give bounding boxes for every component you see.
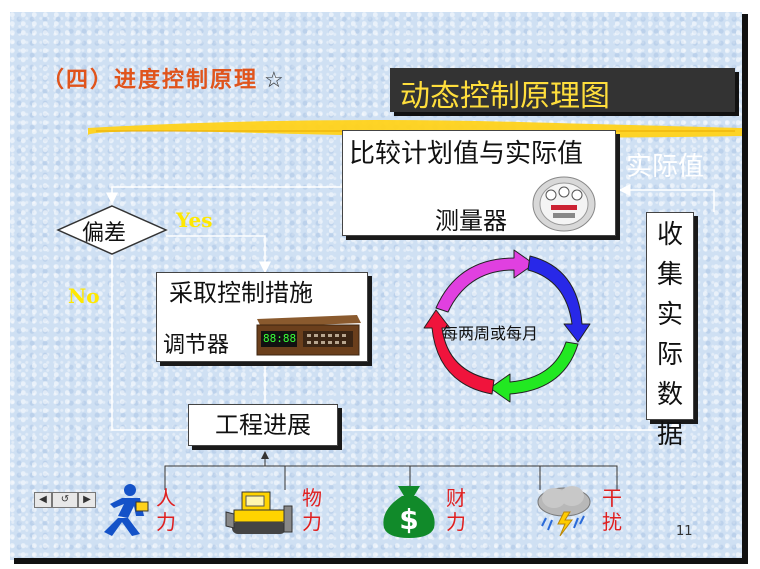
input-label-finance: 财力 [446,486,466,534]
cycle-frequency-label: 每两周或每月 [442,324,539,343]
input-label-interference: 干扰 [602,486,622,534]
star-icon: ☆ [264,68,286,93]
actual-value-label: 实际值 [626,152,705,182]
return-icon[interactable]: ↺ [52,492,78,508]
storm-cloud-icon [537,486,591,537]
cycle-arrow-red [423,309,495,395]
control-measures-label: 采取控制措施 [169,279,313,307]
measuring-device-label: 测量器 [435,207,507,235]
no-label: No [68,284,100,308]
deviation-label: 偏差 [82,221,127,246]
next-slide-button[interactable]: ▶ [78,492,96,508]
project-progress-box: 工程进展 [188,404,338,446]
collect-data-label: 收集实际数据 [656,220,683,450]
control-measures-box: 采取控制措施 调节器 88:88 [156,272,368,362]
project-progress-label: 工程进展 [215,411,311,439]
cycle-arrow-blue [527,255,591,343]
heading-text: （四）进度控制原理 [42,67,259,93]
cycle-arrows [423,249,591,403]
slide-shadow-bottom [14,558,748,564]
cycle-arrow-magenta [435,249,535,313]
compare-box: 比较计划值与实际值 测量器 [342,130,616,236]
title-banner: 动态控制原理图 [390,68,735,114]
compare-label: 比较计划值与实际值 [349,139,584,169]
diagram-title: 动态控制原理图 [400,79,610,114]
svg-text:$: $ [399,503,418,536]
collect-data-box: 收集实际数据 [646,212,694,450]
deviation-diamond [56,205,168,255]
worker-icon [104,484,149,536]
section-heading: （四）进度控制原理☆ [42,62,286,94]
input-label-manpower: 人力 [156,486,176,534]
regulator-device-icon [256,315,361,356]
bulldozer-icon [225,491,293,534]
prev-slide-button[interactable]: ◀ [34,492,52,508]
meter-icon [532,176,596,232]
regulator-display: 88:88 [263,332,297,345]
yes-label: Yes [176,208,213,232]
money-bag-icon: $ [383,486,435,538]
input-label-material: 物力 [302,486,322,534]
page-number: 11 [676,524,693,539]
regulator-label: 调节器 [163,333,230,358]
cycle-arrow-green [489,341,579,403]
slide-shadow-right [742,14,748,564]
